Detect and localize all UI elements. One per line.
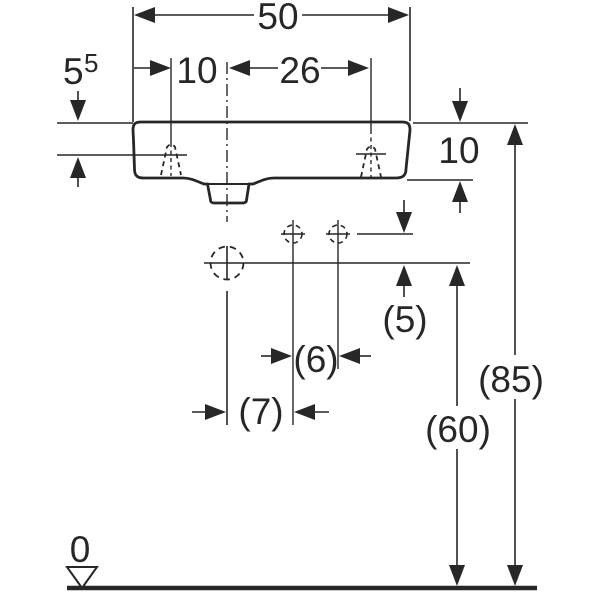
- arrowhead-right: [388, 7, 409, 23]
- dim-rim-height: [507, 124, 523, 586]
- arrowhead-right: [271, 348, 292, 364]
- datum-level-marker: [65, 566, 99, 590]
- dim-label-supply-spacing: (6): [293, 339, 338, 380]
- floor-datum: [65, 566, 537, 591]
- arrowhead-right: [150, 60, 171, 76]
- arrowhead-left: [134, 7, 155, 23]
- dim-label-trap-to-supply: (7): [238, 391, 283, 432]
- dim-overall-width: [132, 7, 411, 122]
- dim-trap-height: [449, 265, 465, 586]
- dim-label-rim-to-hole-sup: 5: [84, 48, 98, 78]
- datum-zero-label: 0: [70, 529, 91, 570]
- dim-label-apron-height: 10: [438, 130, 479, 171]
- dim-edge-to-hole: [134, 60, 171, 76]
- centerlines: [170, 58, 372, 425]
- dim-label-edge-to-hole: 10: [176, 50, 217, 91]
- supply-connection-right: [326, 220, 350, 369]
- fixing-hole-right-shape: [360, 145, 382, 178]
- washbasin-profile: [131, 120, 412, 205]
- arrowhead-right: [205, 404, 226, 420]
- fixing-hole-right: [360, 145, 382, 178]
- arrowhead-up: [70, 157, 86, 178]
- fixing-hole-left-shape: [160, 143, 182, 176]
- arrowhead-down: [449, 565, 465, 586]
- arrowhead-left: [294, 404, 315, 420]
- dim-center-to-hole: [229, 60, 369, 76]
- arrowhead-right: [348, 60, 369, 76]
- dim-label-trap-height: (60): [425, 409, 491, 450]
- arrowhead-down: [507, 565, 523, 586]
- dim-supply-above-trap: [357, 200, 413, 297]
- dim-supply-spacing: [261, 348, 371, 364]
- arrowhead-left: [229, 60, 250, 76]
- supply-connection-left: [281, 220, 305, 425]
- arrowhead-down: [70, 100, 86, 121]
- dim-label-rim-to-hole-main: 5: [63, 51, 84, 92]
- dim-apron-height: [407, 88, 528, 213]
- dim-trap-to-supply: [192, 404, 329, 420]
- dim-label-supply-above-trap: (5): [382, 299, 427, 340]
- arrowhead-left: [339, 348, 360, 364]
- dim-label-overall-width: 50: [257, 0, 298, 37]
- arrowhead-down: [452, 101, 468, 122]
- dim-label-center-to-hole: 26: [279, 50, 320, 91]
- arrowhead-up: [452, 181, 468, 202]
- arrowhead-down: [396, 212, 412, 233]
- dim-label-rim-height: (85): [478, 359, 544, 400]
- trap-connection: [204, 245, 470, 281]
- arrowhead-up: [396, 265, 412, 286]
- dim-rim-to-hole: [57, 91, 187, 187]
- fixing-hole-left: [160, 143, 182, 176]
- washbasin-outline: [131, 120, 412, 205]
